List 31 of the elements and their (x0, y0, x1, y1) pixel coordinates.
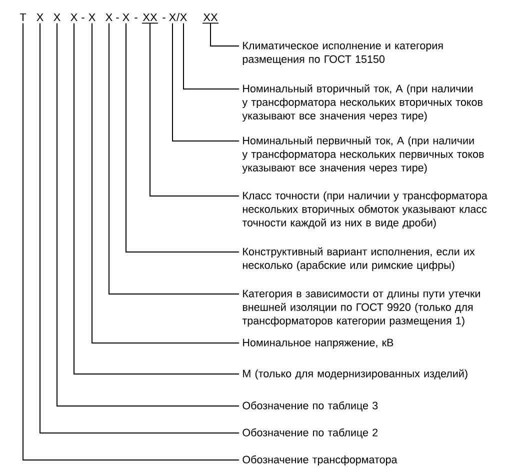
leader-line (150, 22, 240, 196)
description-text: Обозначение по таблице 3 (242, 401, 378, 412)
description-text: Обозначение трансформатора (242, 455, 398, 466)
leader-line (108, 22, 240, 294)
code-letter: Х (106, 13, 112, 21)
underlined-code-letters: ХХ (142, 13, 158, 24)
leader-line (210, 22, 240, 46)
code-letter: Х (169, 13, 176, 21)
leader-line (74, 22, 240, 374)
description-text: Обозначение по таблице 2 (242, 428, 378, 438)
leader-line (172, 22, 240, 142)
code-letter: Х (88, 13, 96, 21)
description-text: Номинальный вторичный ток, А (при наличии у трансформатора нескольких вторичных токов указывают все значения через тире) (242, 84, 482, 122)
underlined-code-letters: ХХ (202, 13, 219, 24)
leader-line (183, 22, 240, 90)
description-text: М (только для модернизированных изделий) (243, 369, 468, 380)
code-letter: Х (180, 13, 187, 21)
description-text: Номинальное напряжение, кВ (243, 338, 394, 348)
leader-line (126, 22, 240, 252)
code-letter: Т (20, 13, 26, 21)
code-letter: Х (54, 13, 60, 21)
description-text: Категория в зависимости от длины пути утечки внешней изоляции по ГОСТ 9920 (только для трансформаторов категории размещения 1) (242, 290, 480, 327)
description-text: Класс точности (при наличии у трансформатора нескольких вторичных обмоток указывают класс точности каждой из них в виде дроби) (242, 191, 488, 229)
slash: / (176, 13, 180, 22)
description-text: Конструктивный вариант исполнения, если их несколько (арабские или римские цифры) (242, 247, 475, 272)
code-letter: Х (70, 13, 78, 21)
description-text: Номинальный первичный ток, А (при наличии у трансформатора нескольких первичных токов указывают все значения через тире) (242, 136, 484, 174)
code-letter: Х (122, 13, 130, 21)
leader-line (92, 22, 240, 344)
description-text: Климатическое исполнение и категория размещения по ГОСТ 15150 (242, 42, 443, 66)
code-letter: Х (36, 13, 44, 21)
